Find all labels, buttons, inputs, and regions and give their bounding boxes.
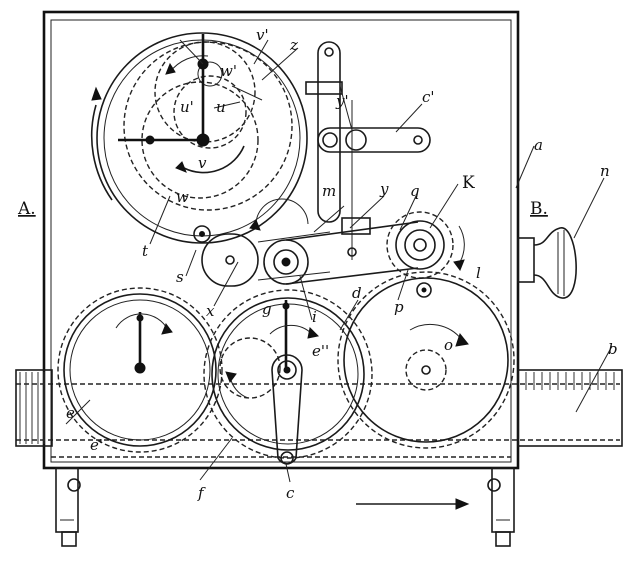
label-e-dprime: e'' [312, 342, 329, 360]
label-w-prime: w' [220, 62, 237, 80]
label-n: n [600, 162, 610, 180]
label-y: y [379, 180, 389, 198]
right-foot [487, 467, 515, 547]
knob [517, 227, 577, 299]
label-m: m [322, 182, 336, 200]
label-p: p [394, 298, 404, 316]
leader-lines [65, 39, 613, 483]
upper-linkage [305, 41, 431, 260]
label-v: v [198, 154, 207, 172]
label-u: u [216, 98, 226, 116]
label-o: o [444, 336, 453, 354]
center-lower-wheel [203, 289, 373, 459]
label-e: e [66, 404, 75, 422]
label-x: x [206, 302, 215, 320]
label-y-prime: y' [335, 92, 349, 110]
crank-arm [271, 354, 303, 465]
label-d: d [352, 284, 362, 302]
label-w: w [176, 188, 189, 206]
right-lower-wheel [337, 271, 515, 449]
label-g: g [262, 300, 272, 318]
label-q: q [410, 182, 420, 200]
label-c-prime: c' [422, 88, 435, 106]
label-s: s [176, 268, 184, 286]
label-b: b [608, 340, 618, 358]
label-A: A. [17, 199, 36, 219]
belt-drive [193, 198, 465, 298]
label-f: f [197, 484, 206, 502]
label-e-prime: e' [90, 436, 103, 454]
label-z: z [289, 36, 298, 54]
label-v-prime: v' [256, 26, 269, 44]
left-foot [55, 467, 81, 547]
label-B: B. [530, 199, 548, 219]
label-u-prime: u' [180, 98, 194, 116]
label-t: t [142, 242, 149, 260]
label-a: a [534, 136, 543, 154]
label-l: l [476, 264, 481, 282]
label-c: c [286, 484, 295, 502]
label-K: K [462, 173, 475, 193]
clock-hands [118, 34, 210, 147]
left-lower-wheel [57, 287, 223, 453]
direction-arrow [356, 498, 470, 510]
label-i: i [312, 308, 317, 326]
rack-bar [15, 369, 623, 447]
